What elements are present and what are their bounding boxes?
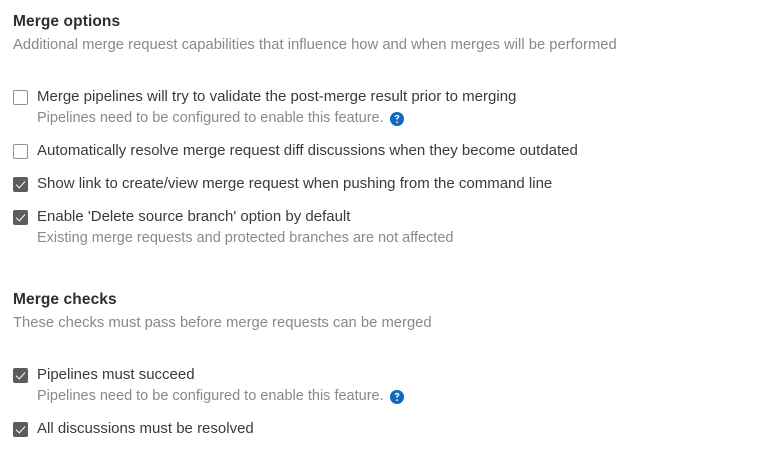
question-circle-icon[interactable] — [389, 389, 404, 404]
checkbox-merge-pipelines[interactable] — [13, 90, 28, 105]
checkbox-auto-resolve-diff-discussions[interactable] — [13, 144, 28, 159]
checkbox-label-merge-pipelines: Merge pipelines will try to validate the… — [37, 88, 517, 105]
checkbox-row[interactable]: Enable 'Delete source branch' option by … — [13, 206, 758, 228]
checkbox-all-discussions-resolved[interactable] — [13, 422, 28, 437]
checkbox-row[interactable]: Show link to create/view merge request w… — [13, 173, 758, 195]
checkbox-pipelines-must-succeed[interactable] — [13, 368, 28, 383]
section-description-merge-checks: These checks must pass before merge requ… — [13, 315, 432, 331]
spacer — [13, 55, 758, 86]
help-text-label: Existing merge requests and protected br… — [37, 230, 454, 246]
option-delete-source-branch-default: Enable 'Delete source branch' option by … — [13, 206, 758, 249]
section-merge-checks: Merge checks These checks must pass befo… — [13, 290, 758, 333]
section-merge-options: Merge options Additional merge request c… — [13, 12, 758, 55]
merge-settings-panel: Merge options Additional merge request c… — [0, 0, 772, 440]
section-title-merge-options: Merge options — [13, 13, 121, 30]
section-title-merge-checks: Merge checks — [13, 291, 117, 308]
checkbox-row[interactable]: Pipelines must succeed — [13, 364, 758, 386]
help-text-merge-pipelines: Pipelines need to be configured to enabl… — [37, 108, 758, 129]
checkbox-label-auto-resolve-diff-discussions: Automatically resolve merge request diff… — [37, 142, 578, 159]
option-pipelines-must-succeed: Pipelines must succeed Pipelines need to… — [13, 364, 758, 407]
option-all-discussions-resolved: All discussions must be resolved — [13, 418, 758, 440]
help-text-label: Pipelines need to be configured to enabl… — [37, 388, 384, 404]
option-auto-resolve-diff-discussions: Automatically resolve merge request diff… — [13, 140, 758, 162]
checkbox-row[interactable]: Automatically resolve merge request diff… — [13, 140, 758, 162]
help-text-label: Pipelines need to be configured to enabl… — [37, 110, 384, 126]
checkbox-label-show-link-create-view-mr: Show link to create/view merge request w… — [37, 175, 553, 192]
option-show-link-create-view-mr: Show link to create/view merge request w… — [13, 173, 758, 195]
help-text-pipelines-must-succeed: Pipelines need to be configured to enabl… — [37, 386, 758, 407]
checkbox-label-all-discussions-resolved: All discussions must be resolved — [37, 420, 254, 437]
help-text-delete-source-branch-default: Existing merge requests and protected br… — [37, 228, 758, 249]
checkbox-row[interactable]: All discussions must be resolved — [13, 418, 758, 440]
section-description-merge-options: Additional merge request capabilities th… — [13, 37, 617, 53]
option-merge-pipelines: Merge pipelines will try to validate the… — [13, 86, 758, 129]
checkbox-label-delete-source-branch-default: Enable 'Delete source branch' option by … — [37, 208, 351, 225]
spacer — [13, 260, 758, 290]
checkbox-show-link-create-view-mr[interactable] — [13, 177, 28, 192]
checkbox-row[interactable]: Merge pipelines will try to validate the… — [13, 86, 758, 108]
question-circle-icon[interactable] — [389, 111, 404, 126]
checkbox-label-pipelines-must-succeed: Pipelines must succeed — [37, 366, 195, 383]
spacer — [13, 333, 758, 364]
checkbox-delete-source-branch-default[interactable] — [13, 210, 28, 225]
